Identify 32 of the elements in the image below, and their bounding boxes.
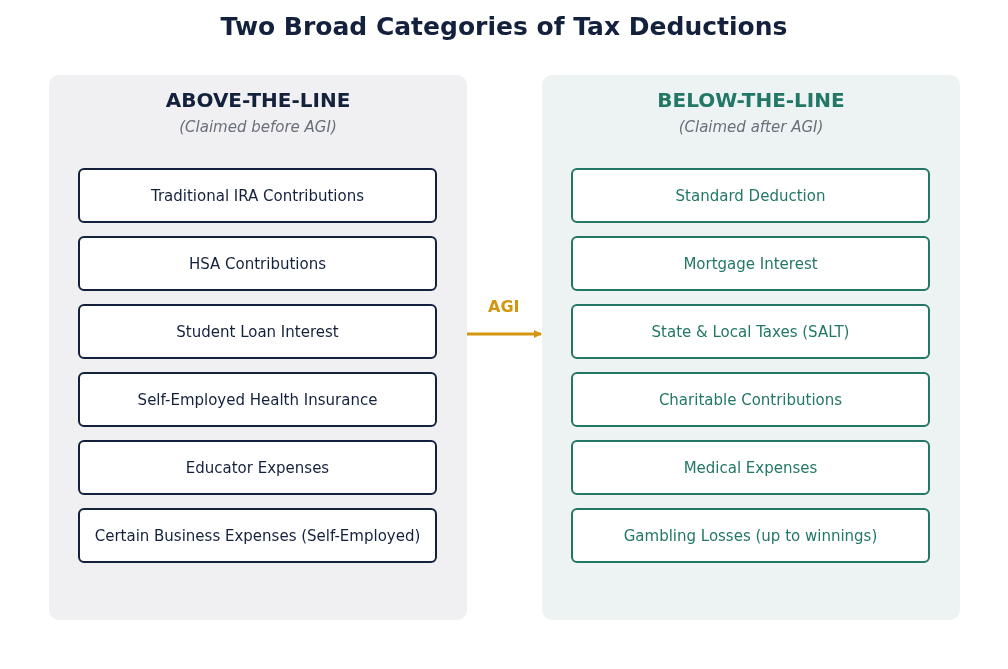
deduction-label: Educator Expenses <box>185 458 330 477</box>
deduction-label: Charitable Contributions <box>658 390 843 409</box>
deduction-label: HSA Contributions <box>188 254 327 273</box>
deduction-label: Gambling Losses (up to winnings) <box>623 526 878 545</box>
deduction-label: Self-Employed Health Insurance <box>137 390 378 409</box>
deduction-box <box>78 304 437 359</box>
deduction-label: Medical Expenses <box>683 458 818 477</box>
category-panel <box>49 75 467 620</box>
panel-heading: ABOVE-THE-LINE <box>164 88 352 112</box>
deduction-label: Certain Business Expenses (Self-Employed) <box>94 526 421 545</box>
deduction-box <box>571 508 930 563</box>
deduction-label: State & Local Taxes (SALT) <box>651 322 850 341</box>
deduction-box <box>571 440 930 495</box>
deduction-box <box>78 168 437 223</box>
deduction-label: Traditional IRA Contributions <box>150 186 365 205</box>
panel-subtitle: (Claimed after AGI) <box>677 118 825 136</box>
deduction-box <box>78 440 437 495</box>
deduction-box <box>78 236 437 291</box>
deduction-box <box>78 372 437 427</box>
category-panel <box>542 75 960 620</box>
deduction-box <box>571 304 930 359</box>
deduction-box <box>571 236 930 291</box>
arrow <box>467 330 542 338</box>
deduction-label: Student Loan Interest <box>176 322 339 341</box>
panel-heading: BELOW-THE-LINE <box>656 88 846 112</box>
deduction-box <box>571 168 930 223</box>
deduction-label: Mortgage Interest <box>683 254 818 273</box>
diagram-title: Two Broad Categories of Tax Deductions <box>219 12 789 41</box>
panel-subtitle: (Claimed before AGI) <box>178 118 338 136</box>
deduction-box <box>78 508 437 563</box>
deduction-label: Standard Deduction <box>675 186 826 205</box>
deduction-box <box>571 372 930 427</box>
